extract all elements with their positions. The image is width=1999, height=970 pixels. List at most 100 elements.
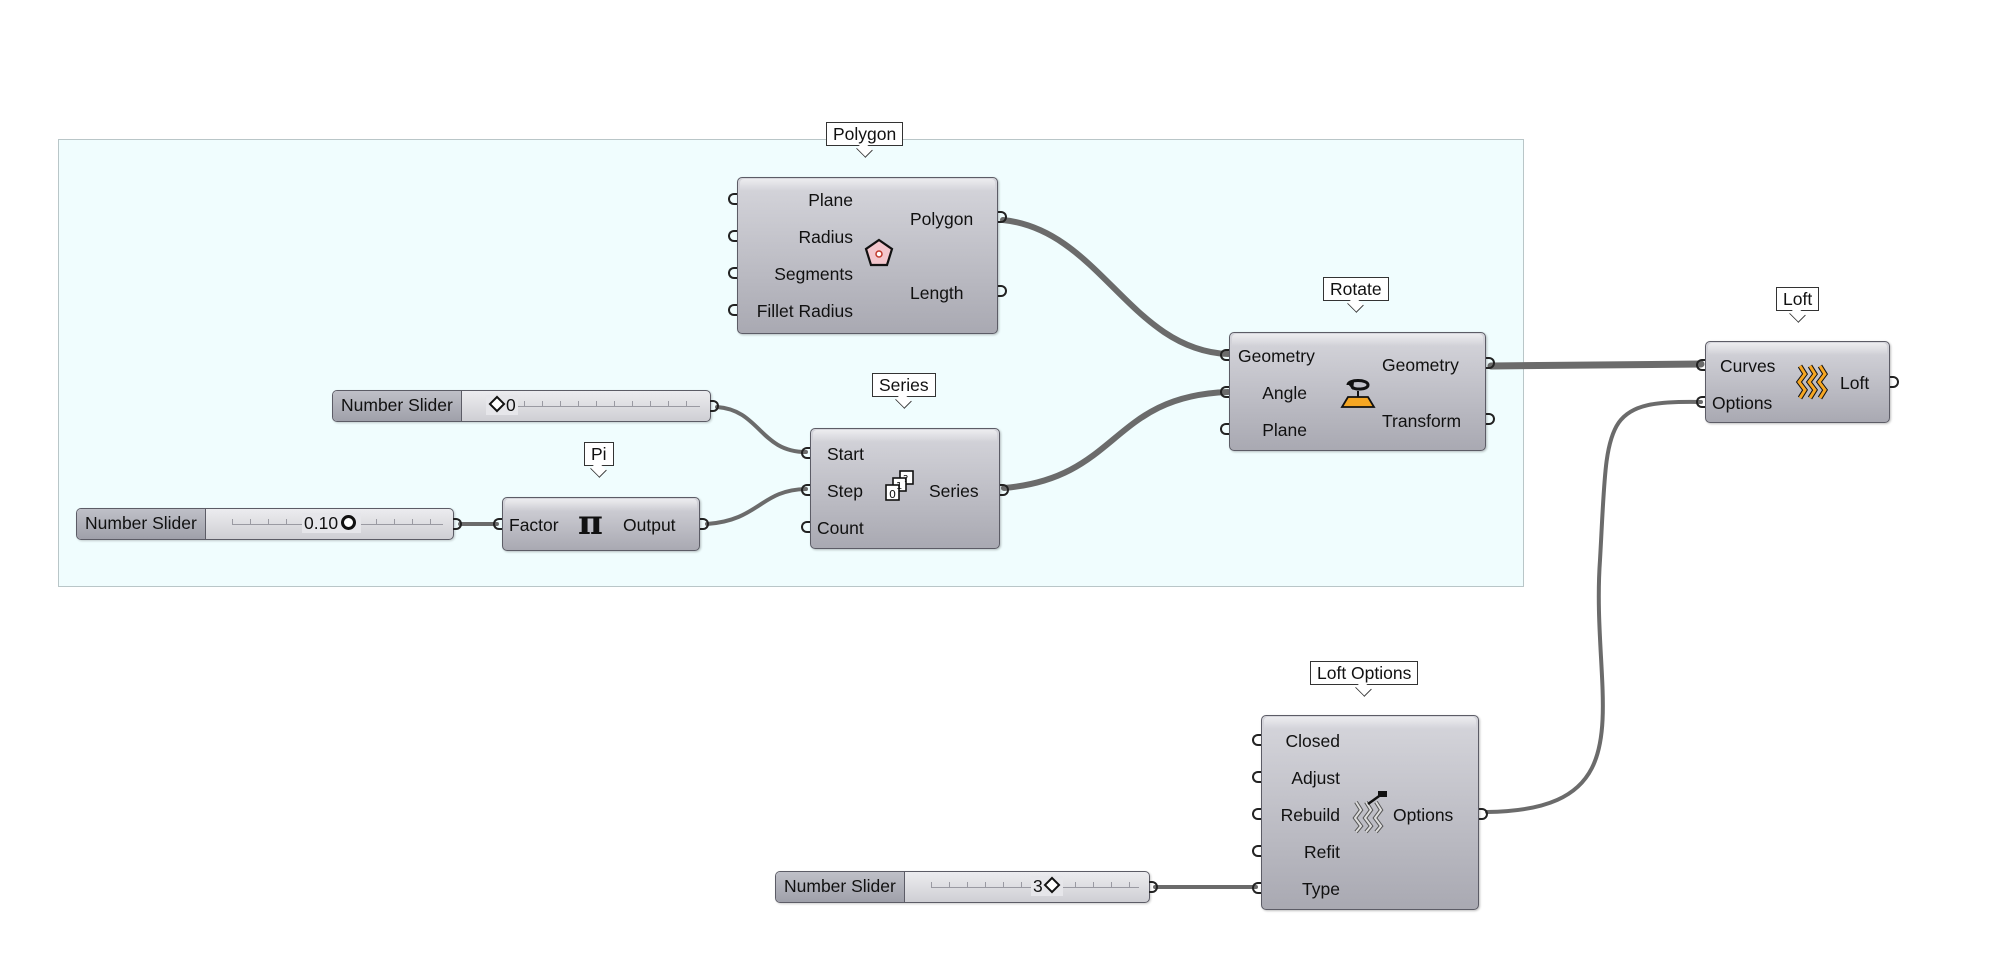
- start-input-port[interactable]: [801, 447, 810, 459]
- slider-grip-icon[interactable]: [1043, 876, 1061, 894]
- svg-text:?: ?: [903, 474, 908, 485]
- options-output-port[interactable]: [1479, 808, 1488, 820]
- radius-input-port[interactable]: [728, 230, 737, 242]
- loft-options-tag: Loft Options: [1310, 661, 1419, 685]
- series-output-label: Series: [929, 481, 979, 501]
- refit-input-label: Refit: [1304, 842, 1340, 862]
- polygon-icon: [864, 238, 894, 267]
- loft-output-label: Loft: [1840, 373, 1870, 393]
- wire-rotate-to-loft: [1487, 360, 1705, 370]
- curves-input-label: Curves: [1720, 356, 1776, 376]
- polygon-output-label: Polygon: [910, 209, 974, 229]
- slider-grip-icon[interactable]: [341, 515, 357, 530]
- slider-start-output-port[interactable]: [710, 400, 719, 412]
- slider-value-text: 0: [506, 395, 516, 415]
- loft-tag: Loft: [1776, 287, 1820, 311]
- slider-name-label: Number Slider: [776, 872, 905, 902]
- slider-track[interactable]: 0.10: [222, 509, 453, 539]
- slider-track[interactable]: 0: [478, 391, 710, 421]
- refit-input-port[interactable]: [1252, 845, 1261, 857]
- slider-name-label: Number Slider: [333, 391, 462, 421]
- plane-input-label: Plane: [1262, 420, 1307, 440]
- slider-value: 0.10: [302, 513, 362, 533]
- geometry-input-port[interactable]: [1220, 349, 1229, 361]
- rebuild-input-label: Rebuild: [1280, 805, 1340, 825]
- curves-input-port[interactable]: [1696, 359, 1705, 371]
- type-input-port[interactable]: [1252, 882, 1261, 894]
- series-output-port[interactable]: [1000, 484, 1009, 496]
- number-slider-factor[interactable]: Number Slider 0.10: [76, 508, 454, 540]
- wire-pi-to-step: [705, 487, 808, 526]
- fillet-radius-input-port[interactable]: [728, 304, 737, 316]
- step-input-label: Step: [827, 481, 863, 501]
- start-input-label: Start: [827, 444, 864, 464]
- slider-name-label: Number Slider: [77, 509, 206, 539]
- pi-tag: Pi: [584, 442, 614, 466]
- options-input-port[interactable]: [1696, 396, 1705, 408]
- pi-output-label: Output: [623, 515, 676, 535]
- loft-icon: [1795, 364, 1829, 400]
- factor-input-label: Factor: [509, 515, 559, 535]
- fillet-radius-input-label: Fillet Radius: [756, 301, 853, 321]
- loft-component[interactable]: Curves Options Loft: [1696, 341, 1899, 423]
- count-input-port[interactable]: [801, 521, 810, 533]
- slider-grip-icon[interactable]: [488, 395, 506, 413]
- adjust-input-port[interactable]: [1252, 771, 1261, 783]
- type-input-label: Type: [1302, 879, 1340, 899]
- polygon-tag: Polygon: [826, 122, 904, 146]
- slider-value-text: 0.10: [304, 513, 339, 533]
- segments-input-label: Segments: [774, 264, 853, 284]
- polygon-output-port[interactable]: [998, 211, 1007, 223]
- number-slider-type[interactable]: Number Slider 3: [775, 871, 1150, 903]
- number-slider-start[interactable]: Number Slider 0: [332, 390, 711, 422]
- loft-output-port[interactable]: [1890, 376, 1899, 388]
- pi-component[interactable]: Factor Output π: [493, 497, 709, 551]
- loft-options-component[interactable]: Closed Adjust Rebuild Refit Type Options: [1252, 715, 1488, 910]
- pi-icon: π: [578, 503, 603, 543]
- plane-input-port[interactable]: [1220, 423, 1229, 435]
- slider-value: 3: [1031, 876, 1063, 896]
- svg-text:1: 1: [896, 481, 902, 492]
- options-output-label: Options: [1393, 805, 1454, 825]
- factor-input-port[interactable]: [493, 518, 502, 530]
- length-output-label: Length: [910, 283, 964, 303]
- closed-input-port[interactable]: [1252, 734, 1261, 746]
- loft-options-icon: [1352, 791, 1387, 834]
- slider-value-text: 3: [1033, 876, 1043, 896]
- radius-input-label: Radius: [798, 227, 853, 247]
- wire-options-to-loft: [1485, 399, 1703, 814]
- wire-polygon-to-rotate: [1000, 217, 1231, 357]
- pi-output-port[interactable]: [700, 518, 709, 530]
- geometry-output-port[interactable]: [1486, 357, 1495, 369]
- step-input-port[interactable]: [801, 484, 810, 496]
- rotate-icon: [1340, 379, 1376, 408]
- angle-input-port[interactable]: [1220, 386, 1229, 398]
- transform-output-label: Transform: [1382, 411, 1462, 431]
- adjust-input-label: Adjust: [1291, 768, 1340, 788]
- transform-output-port[interactable]: [1486, 413, 1495, 425]
- plane-input-port[interactable]: [728, 193, 737, 205]
- segments-input-port[interactable]: [728, 267, 737, 279]
- wire-series-to-rotate: [1001, 389, 1231, 491]
- series-icon: 0 1 ?: [885, 470, 914, 501]
- count-input-label: Count: [817, 518, 864, 538]
- svg-text:0: 0: [889, 488, 896, 501]
- slider-factor-output-port[interactable]: [453, 518, 462, 530]
- slider-track[interactable]: 3: [921, 872, 1149, 902]
- length-output-port[interactable]: [998, 285, 1007, 297]
- slider-type-output-port[interactable]: [1149, 881, 1158, 893]
- rotate-tag: Rotate: [1323, 277, 1389, 301]
- series-tag: Series: [872, 373, 936, 397]
- rotate-component[interactable]: Geometry Angle Plane Geometry Transform: [1220, 332, 1495, 451]
- slider-value: 0: [486, 395, 518, 415]
- polygon-component[interactable]: Plane Radius Segments Fillet Radius Poly…: [728, 177, 1007, 334]
- rebuild-input-port[interactable]: [1252, 808, 1261, 820]
- geometry-output-label: Geometry: [1382, 355, 1459, 375]
- options-input-label: Options: [1712, 393, 1773, 413]
- geometry-input-label: Geometry: [1238, 346, 1315, 366]
- angle-input-label: Angle: [1262, 383, 1307, 403]
- series-component[interactable]: Start Step Count Series 0 1 ?: [801, 428, 1009, 549]
- closed-input-label: Closed: [1285, 731, 1340, 751]
